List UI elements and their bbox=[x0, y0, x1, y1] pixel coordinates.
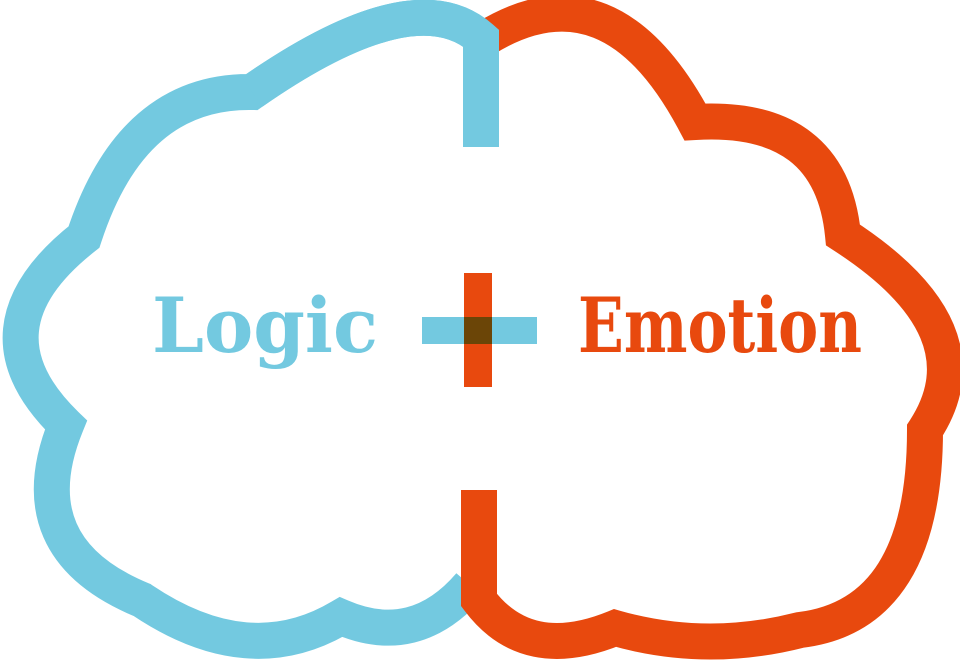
emotion-label: Emotion bbox=[578, 281, 862, 370]
logic-label: Logic bbox=[152, 281, 378, 370]
plus-icon bbox=[422, 273, 537, 387]
logic-top-stem bbox=[241, 0, 499, 147]
plus-overlap-square bbox=[464, 317, 492, 344]
emotion-brain-outline bbox=[461, 0, 960, 660]
